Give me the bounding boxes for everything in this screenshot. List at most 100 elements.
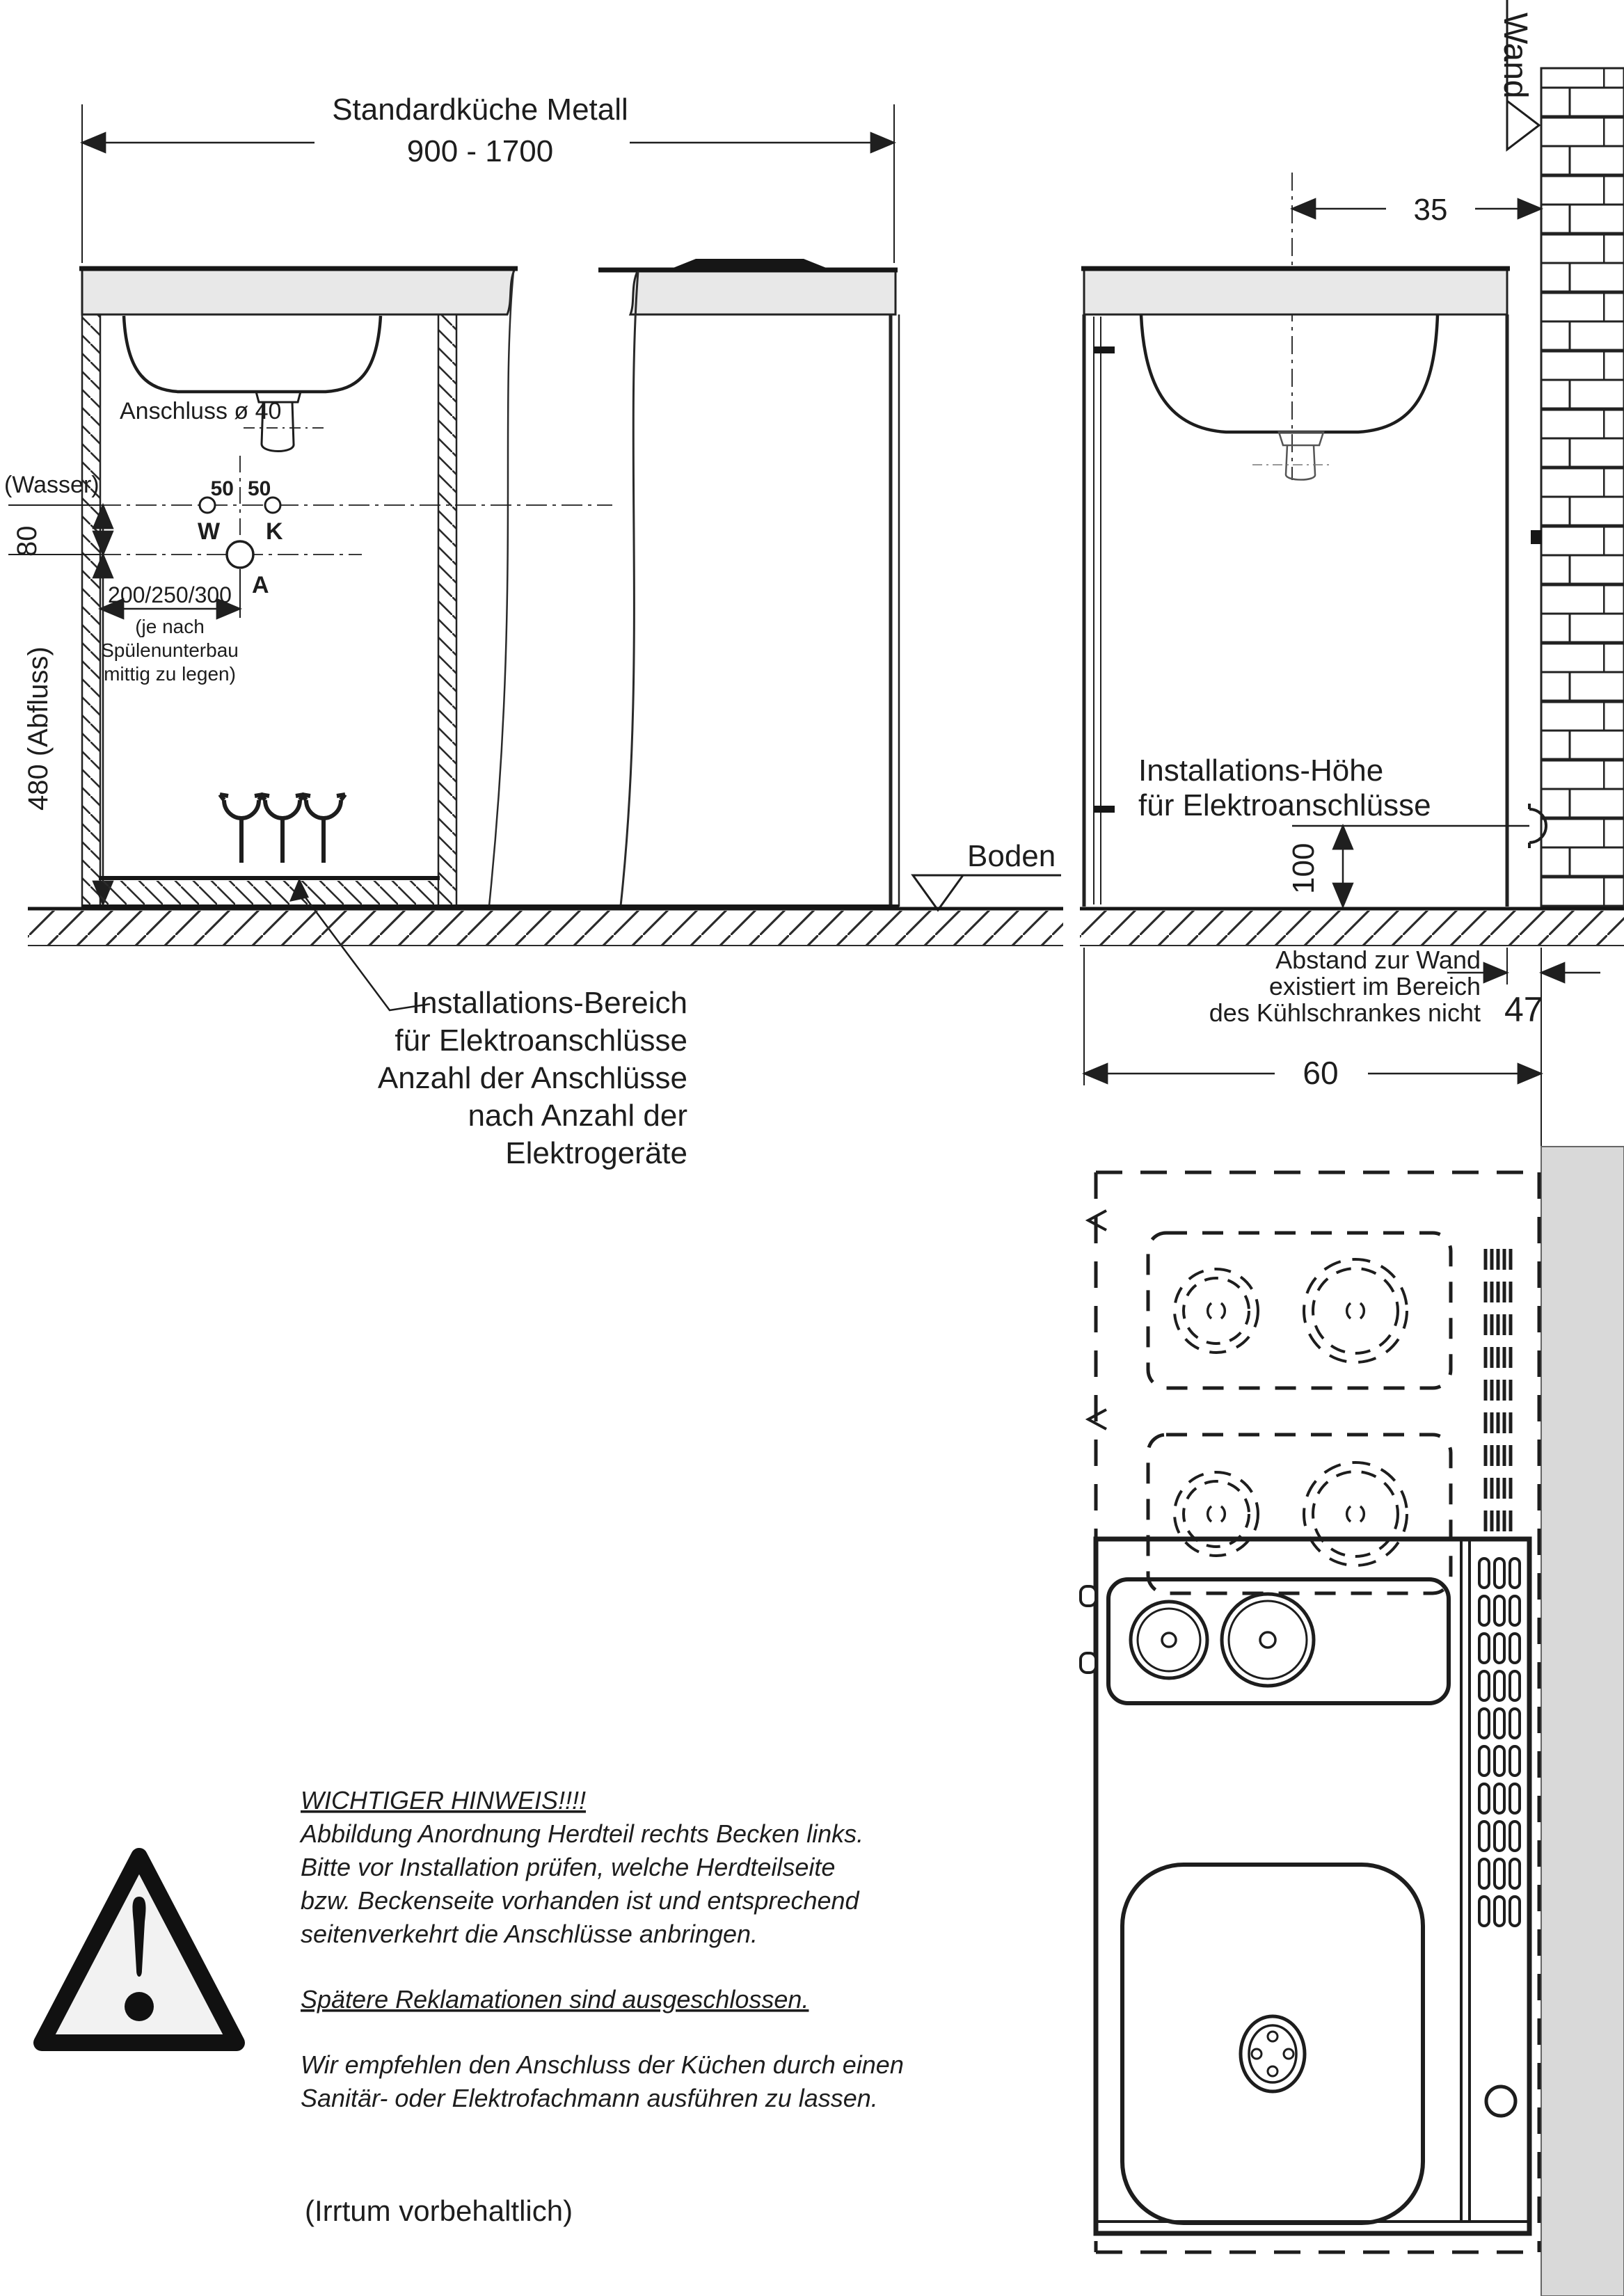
- svg-text:Anzahl der Anschlüsse: Anzahl der Anschlüsse: [378, 1061, 687, 1095]
- svg-text:existiert im Bereich: existiert im Bereich: [1269, 972, 1481, 1000]
- svg-text:35: 35: [1414, 193, 1448, 227]
- hoehe-line1: Installations-Höhe: [1138, 754, 1383, 788]
- dashed-cooktop-1: [1146, 1231, 1453, 1390]
- dim-200-250-300: 200/250/300 (je nach Spülenunterbau mitt…: [97, 569, 243, 685]
- connection-k-circle: [264, 496, 282, 514]
- connection-points: 50 50 W K A: [198, 477, 283, 598]
- label-w: W: [198, 518, 221, 545]
- svg-text:Abstand zur Wand: Abstand zur Wand: [1275, 946, 1481, 974]
- notice-heading: WICHTIGER HINWEIS!!!!: [301, 1786, 586, 1815]
- notice-claim: Spätere Reklamationen sind ausgeschlosse…: [301, 1985, 809, 2014]
- dim-50-left: 50: [211, 477, 234, 500]
- notice-text: WICHTIGER HINWEIS!!!! Abbildung Anordnun…: [299, 1786, 904, 2112]
- svg-text:Boden: Boden: [967, 839, 1056, 873]
- socket-y-icons: [220, 795, 345, 863]
- brick-wall: [1540, 67, 1624, 910]
- label-k: K: [266, 518, 283, 545]
- unit-plan-outline: [1093, 1536, 1532, 2236]
- drain-plan-icon: [1239, 2014, 1307, 2094]
- abstand-note: Abstand zur Wand existiert im Bereich de…: [1209, 946, 1481, 1027]
- svg-text:des Kühlschrankes nicht: des Kühlschrankes nicht: [1209, 998, 1481, 1027]
- svg-text:Wir empfehlen den Anschluss de: Wir empfehlen den Anschluss der Küchen d…: [301, 2050, 904, 2079]
- floor-hatch-front: [28, 911, 1063, 946]
- top-view: [1079, 1146, 1624, 2296]
- side-view: Wand 35 Installations-Höhe: [1080, 0, 1624, 1183]
- dashed-cooktop-2: [1146, 1433, 1453, 1595]
- wand-label: Wand: [1497, 0, 1541, 152]
- label-wasser: (Wasser): [4, 472, 99, 498]
- svg-text:Elektrogeräte: Elektrogeräte: [505, 1136, 687, 1170]
- footer-disclaimer: (Irrtum vorbehaltlich): [305, 2194, 573, 2227]
- control-knob: [1484, 2084, 1518, 2118]
- page-title: Standardküche Metall: [332, 93, 628, 127]
- label-anschluss: Anschluss ø 40: [120, 398, 281, 424]
- svg-text:47: 47: [1504, 990, 1543, 1029]
- floor-hatch-side: [1080, 911, 1624, 946]
- svg-text:480 (Abfluss): 480 (Abfluss): [23, 646, 54, 811]
- hinge-chevron-2: [1085, 1408, 1107, 1430]
- svg-text:Wand: Wand: [1497, 13, 1534, 99]
- sink-bowl-side: [1139, 314, 1440, 434]
- label-a: A: [252, 572, 269, 598]
- dim-note-3: mittig zu legen): [104, 663, 236, 685]
- svg-text:seitenverkehrt die Anschlüsse: seitenverkehrt die Anschlüsse anbringen.: [301, 1920, 758, 1948]
- dim-47: 47: [1447, 962, 1600, 1029]
- hinge-tab-2: [1079, 1652, 1097, 1674]
- dim-overall-width: Standardküche Metall 900 - 1700: [79, 93, 897, 263]
- dim-35: 35: [1289, 173, 1544, 480]
- svg-text:für Elektroanschlüsse: für Elektroanschlüsse: [395, 1023, 687, 1058]
- svg-text:60: 60: [1303, 1055, 1338, 1091]
- svg-text:Bitte vor Installation prüfen,: Bitte vor Installation prüfen, welche He…: [301, 1853, 835, 1881]
- dim-60: 60: [1081, 1055, 1544, 1091]
- svg-text:Installations-Bereich: Installations-Bereich: [412, 986, 687, 1020]
- svg-text:200/250/300: 200/250/300: [108, 582, 232, 607]
- counter-side: [1083, 267, 1508, 316]
- svg-text:100: 100: [1287, 843, 1321, 894]
- connection-w-circle: [198, 496, 216, 514]
- burner-small: [1129, 1600, 1209, 1680]
- svg-text:Abbildung Anordnung Herdteil: Abbildung Anordnung Herdteil rechts Beck…: [299, 1819, 863, 1848]
- break-line-right-unit-edge: [619, 271, 639, 907]
- dim-note-2: Spülenunterbau: [101, 639, 239, 661]
- counter-left: [81, 267, 517, 316]
- svg-text:nach Anzahl der: nach Anzahl der: [468, 1099, 687, 1133]
- burner-large: [1220, 1592, 1316, 1688]
- wall-inner-hatched: [437, 313, 458, 909]
- svg-text:bzw. Beckenseite vorhanden ist: bzw. Beckenseite vorhanden ist und entsp…: [301, 1886, 860, 1915]
- dim-80: 80: [12, 502, 114, 557]
- door-hinge-top: [1094, 346, 1115, 353]
- boden-symbol: Boden: [911, 839, 1061, 912]
- page-title-range: 900 - 1700: [407, 134, 553, 168]
- power-socket-icon: [1528, 804, 1547, 848]
- wand-arrow-icon: [1506, 98, 1541, 152]
- warning-exclamation-icon: [132, 1897, 146, 1977]
- hinge-tab-1: [1079, 1585, 1097, 1607]
- vent-dashes: [1486, 1249, 1511, 1531]
- svg-text:80: 80: [12, 526, 42, 557]
- dim-50-right: 50: [248, 477, 271, 500]
- install-area-text: Installations-Bereich für Elektroanschlü…: [378, 986, 687, 1170]
- drain-trap-icon: [244, 390, 327, 452]
- wall-left-hatched: [81, 313, 102, 909]
- dim-100: 100: [1287, 823, 1354, 909]
- warning-sign: [33, 1848, 245, 2051]
- hinge-chevron-1: [1085, 1209, 1107, 1231]
- wall-tick: [1531, 530, 1542, 544]
- drain-side-icon: [1252, 431, 1332, 481]
- break-line-left: [488, 271, 515, 907]
- vent-slots: [1478, 1557, 1521, 1927]
- dashed-unit-outline: [1094, 1170, 1541, 2254]
- door-hinge-bottom: [1094, 806, 1115, 813]
- cooktop-plan: [1106, 1577, 1451, 1705]
- svg-text:Sanitär- oder Elektrofachmann: Sanitär- oder Elektrofachmann ausführen …: [301, 2084, 878, 2112]
- dim-note-1: (je nach: [135, 616, 205, 637]
- front-view: Standardküche Metall 900 - 1700 Anschlus…: [4, 93, 1063, 1170]
- counter-right: [628, 269, 897, 316]
- sink-bowl-front: [122, 315, 383, 394]
- cooktop-front-black: [671, 259, 828, 269]
- sink-plan: [1120, 1863, 1425, 2225]
- wall-strip-gray: [1541, 1146, 1624, 2296]
- connection-a-circle: [225, 540, 255, 569]
